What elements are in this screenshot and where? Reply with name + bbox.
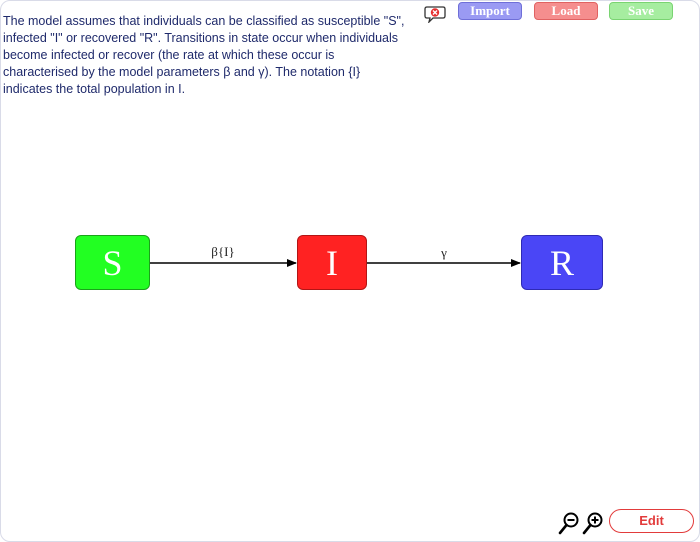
zoom-in-icon[interactable]: [582, 511, 604, 537]
close-speech-bubble-icon[interactable]: [424, 5, 446, 23]
edit-button[interactable]: Edit: [609, 509, 694, 533]
node-infected[interactable]: I: [297, 235, 367, 290]
top-toolbar: Import Load Save: [424, 2, 700, 24]
edge-label-i-to-r: γ: [441, 245, 447, 260]
node-susceptible[interactable]: S: [75, 235, 150, 290]
load-button[interactable]: Load: [534, 2, 598, 20]
import-button[interactable]: Import: [458, 2, 522, 20]
node-recovered[interactable]: R: [521, 235, 603, 290]
edge-label-s-to-i: β{I}: [211, 244, 235, 259]
model-description: The model assumes that individuals can b…: [3, 14, 405, 96]
save-button[interactable]: Save: [609, 2, 673, 20]
zoom-out-icon[interactable]: [558, 511, 580, 537]
